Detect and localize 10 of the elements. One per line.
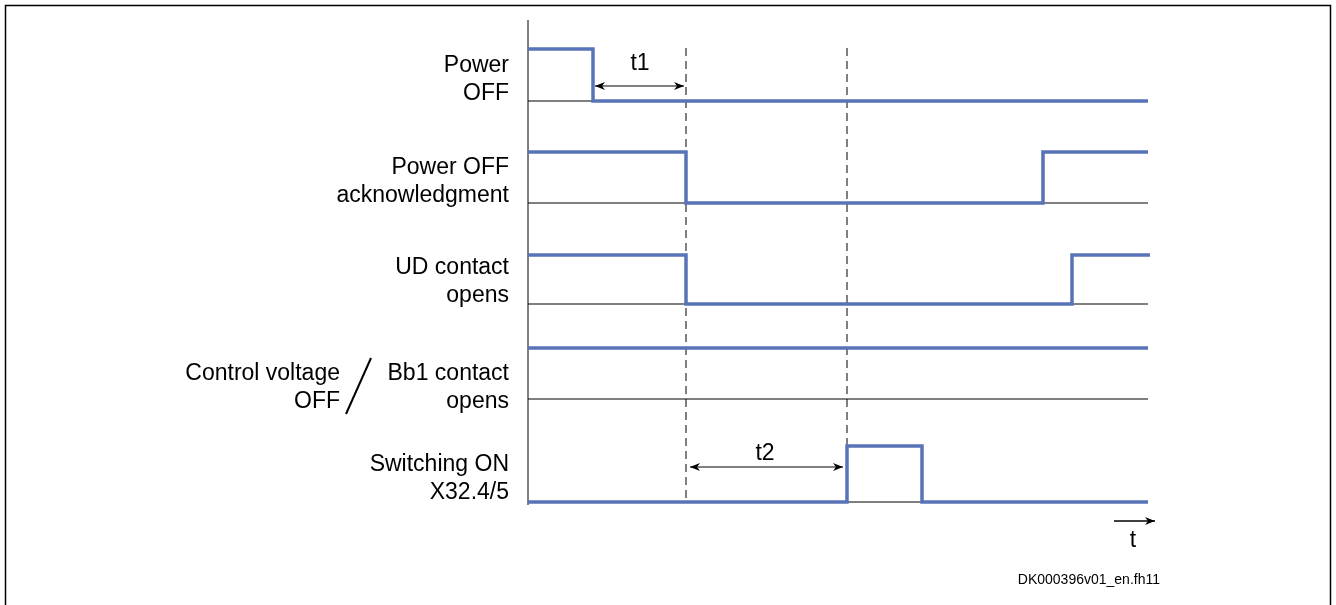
signal-label: Bb1 contact opens (386, 358, 509, 414)
signal-label: Switching ON X32.4/5 (368, 449, 509, 505)
signal-label: Control voltage OFF (184, 358, 340, 414)
signal-label: Power OFF acknowledgment (335, 152, 509, 208)
time-label: t2 (754, 438, 776, 466)
axis-label: t (1128, 525, 1138, 553)
signal-label: UD contact opens (394, 252, 509, 308)
drawing-id: DK000396v01_en.fh11 (1016, 570, 1160, 588)
time-label: t1 (629, 48, 651, 76)
signal-label: Power OFF (442, 50, 509, 106)
